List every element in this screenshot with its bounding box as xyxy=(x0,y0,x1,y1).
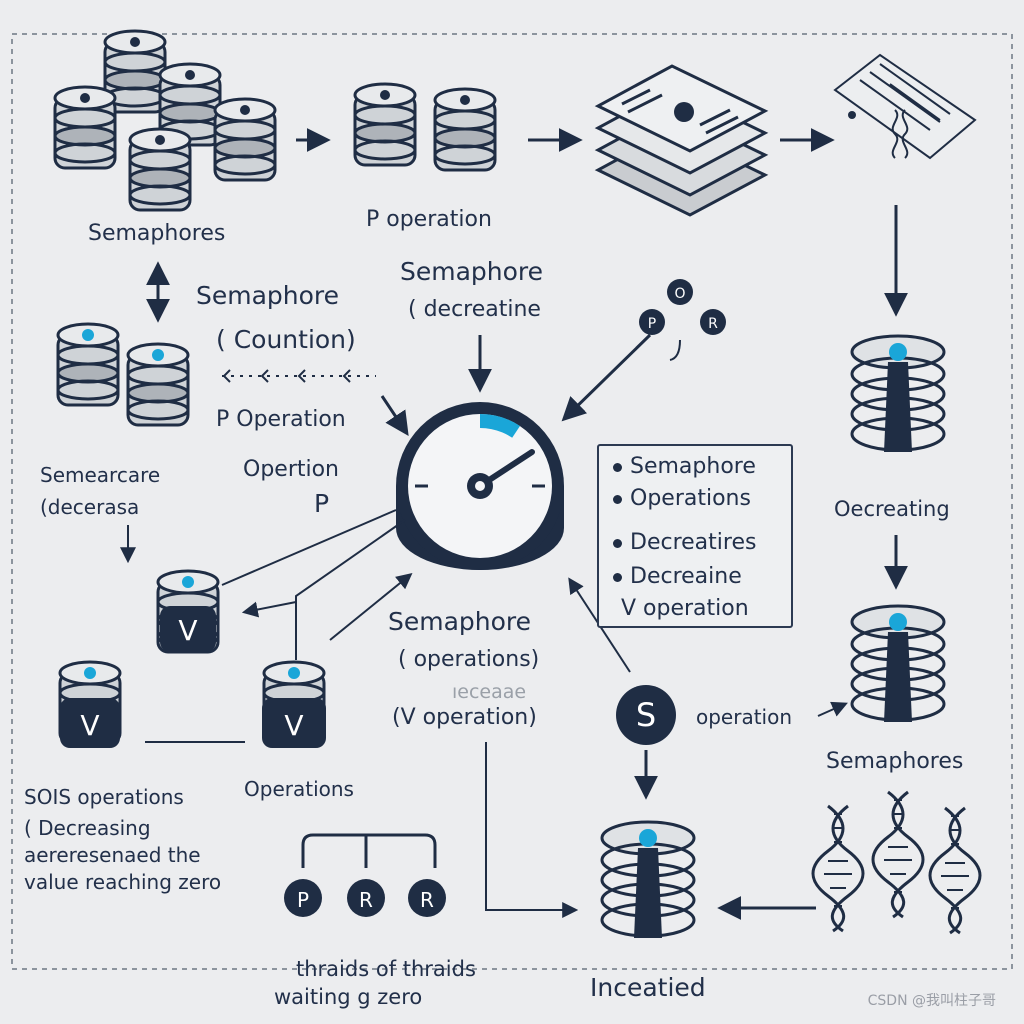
label-decreasing-center: ( decreatine xyxy=(408,297,541,322)
label-semaphore-center-top: Semaphore xyxy=(400,257,544,286)
legend-item-label: Operations xyxy=(630,486,751,511)
small-letter-p: P xyxy=(648,316,656,332)
label-semaphores-top: Semaphores xyxy=(88,221,226,246)
bullet-icon xyxy=(613,572,622,582)
s-badge xyxy=(616,685,676,745)
coil-icon-right-1 xyxy=(850,334,946,454)
label-decreasing-lower: ( Decreasing xyxy=(24,816,151,840)
label-operations-lower: Operations xyxy=(244,777,354,801)
label-decreating-right: Oecreating xyxy=(834,497,950,521)
label-sois-operations: SOIS operations xyxy=(24,785,184,809)
dashed-frame xyxy=(11,33,1013,970)
dotted-arrow-line xyxy=(222,369,376,383)
v-badge-2 xyxy=(58,660,122,748)
semaphore-stacks-top-left xyxy=(53,29,277,212)
label-semaphore-left: Semaphore xyxy=(196,281,340,310)
arrow-s-right xyxy=(817,701,848,717)
label-semaphore-bottom-center: Semaphore xyxy=(388,607,532,636)
connector-center-bottom xyxy=(485,742,579,918)
label-p-letter: P xyxy=(314,489,330,518)
coil-icon-right-2 xyxy=(850,604,946,724)
legend-item-label: Decreatires xyxy=(630,530,757,555)
label-threads-line1: thraids of thraids xyxy=(296,957,476,981)
v-badge-3 xyxy=(262,660,326,748)
label-inceatied: Inceatied xyxy=(590,973,706,1002)
legend-item: Operations xyxy=(613,486,751,511)
legend-item: Decreaine xyxy=(613,564,742,589)
v-badge-1 xyxy=(156,569,220,654)
semaphore-stacks-left-mid xyxy=(56,322,190,427)
thread-fork xyxy=(284,833,446,917)
p-badge-letter: P xyxy=(297,888,309,912)
legend-item-label: V operation xyxy=(621,596,749,621)
bullet-icon xyxy=(613,494,622,504)
label-v-operation-center: (V operation) xyxy=(392,705,537,730)
small-letter-o: O xyxy=(674,286,685,302)
legend-item: V operation xyxy=(621,596,749,621)
label-value-reaching-zero: value reaching zero xyxy=(24,870,222,894)
r-badge-letter-1: R xyxy=(359,888,373,912)
v-letter-3: V xyxy=(284,709,303,742)
label-semaphores-right: Semaphores xyxy=(826,749,964,774)
coil-icon-bottom xyxy=(600,820,696,940)
dna-icons xyxy=(811,790,982,935)
label-p-operation-left: P Operation xyxy=(216,407,346,432)
label-threads-line2: waiting g zero xyxy=(274,985,423,1009)
label-counting-left: ( Countion) xyxy=(216,325,356,354)
p-operation-stacks xyxy=(353,82,497,172)
connector-lines-left xyxy=(120,509,413,743)
paper-stack-icon xyxy=(594,64,769,217)
v-letter-1: V xyxy=(178,614,197,647)
arrow-into-gauge-left xyxy=(380,395,409,436)
r-badge-letter-2: R xyxy=(420,888,434,912)
document-sketch-icon xyxy=(833,53,977,160)
label-operation-left: Opertion xyxy=(243,457,340,482)
legend-box: Semaphore Operations Decreatires Decreai… xyxy=(597,444,793,628)
bullet-icon xyxy=(613,538,622,548)
s-letter: S xyxy=(636,696,656,734)
label-faint-increase: ıeceaae xyxy=(452,681,527,703)
label-semearcare: Semearcare xyxy=(40,463,161,487)
label-operations-bottom-center: ( operations) xyxy=(398,647,540,672)
label-garbled-line: aereresenaed the xyxy=(24,843,201,867)
arrow-into-gauge-right xyxy=(561,333,652,422)
legend-item: Semaphore xyxy=(613,454,756,479)
label-operation-right: operation xyxy=(696,705,793,729)
small-letter-r: R xyxy=(708,316,718,332)
watermark: CSDN @我叫柱子哥 xyxy=(867,993,996,1009)
letter-badges-top xyxy=(639,279,726,361)
bullet-icon xyxy=(613,462,622,472)
legend-item-label: Semaphore xyxy=(630,454,756,479)
label-decerase-left: (decerasa xyxy=(40,495,140,519)
legend-item: Decreatires xyxy=(613,530,756,555)
v-letter-2: V xyxy=(80,709,99,742)
gauge-icon xyxy=(396,402,564,570)
legend-item-label: Decreaine xyxy=(630,564,742,589)
label-p-operation-top: P operation xyxy=(366,207,492,232)
